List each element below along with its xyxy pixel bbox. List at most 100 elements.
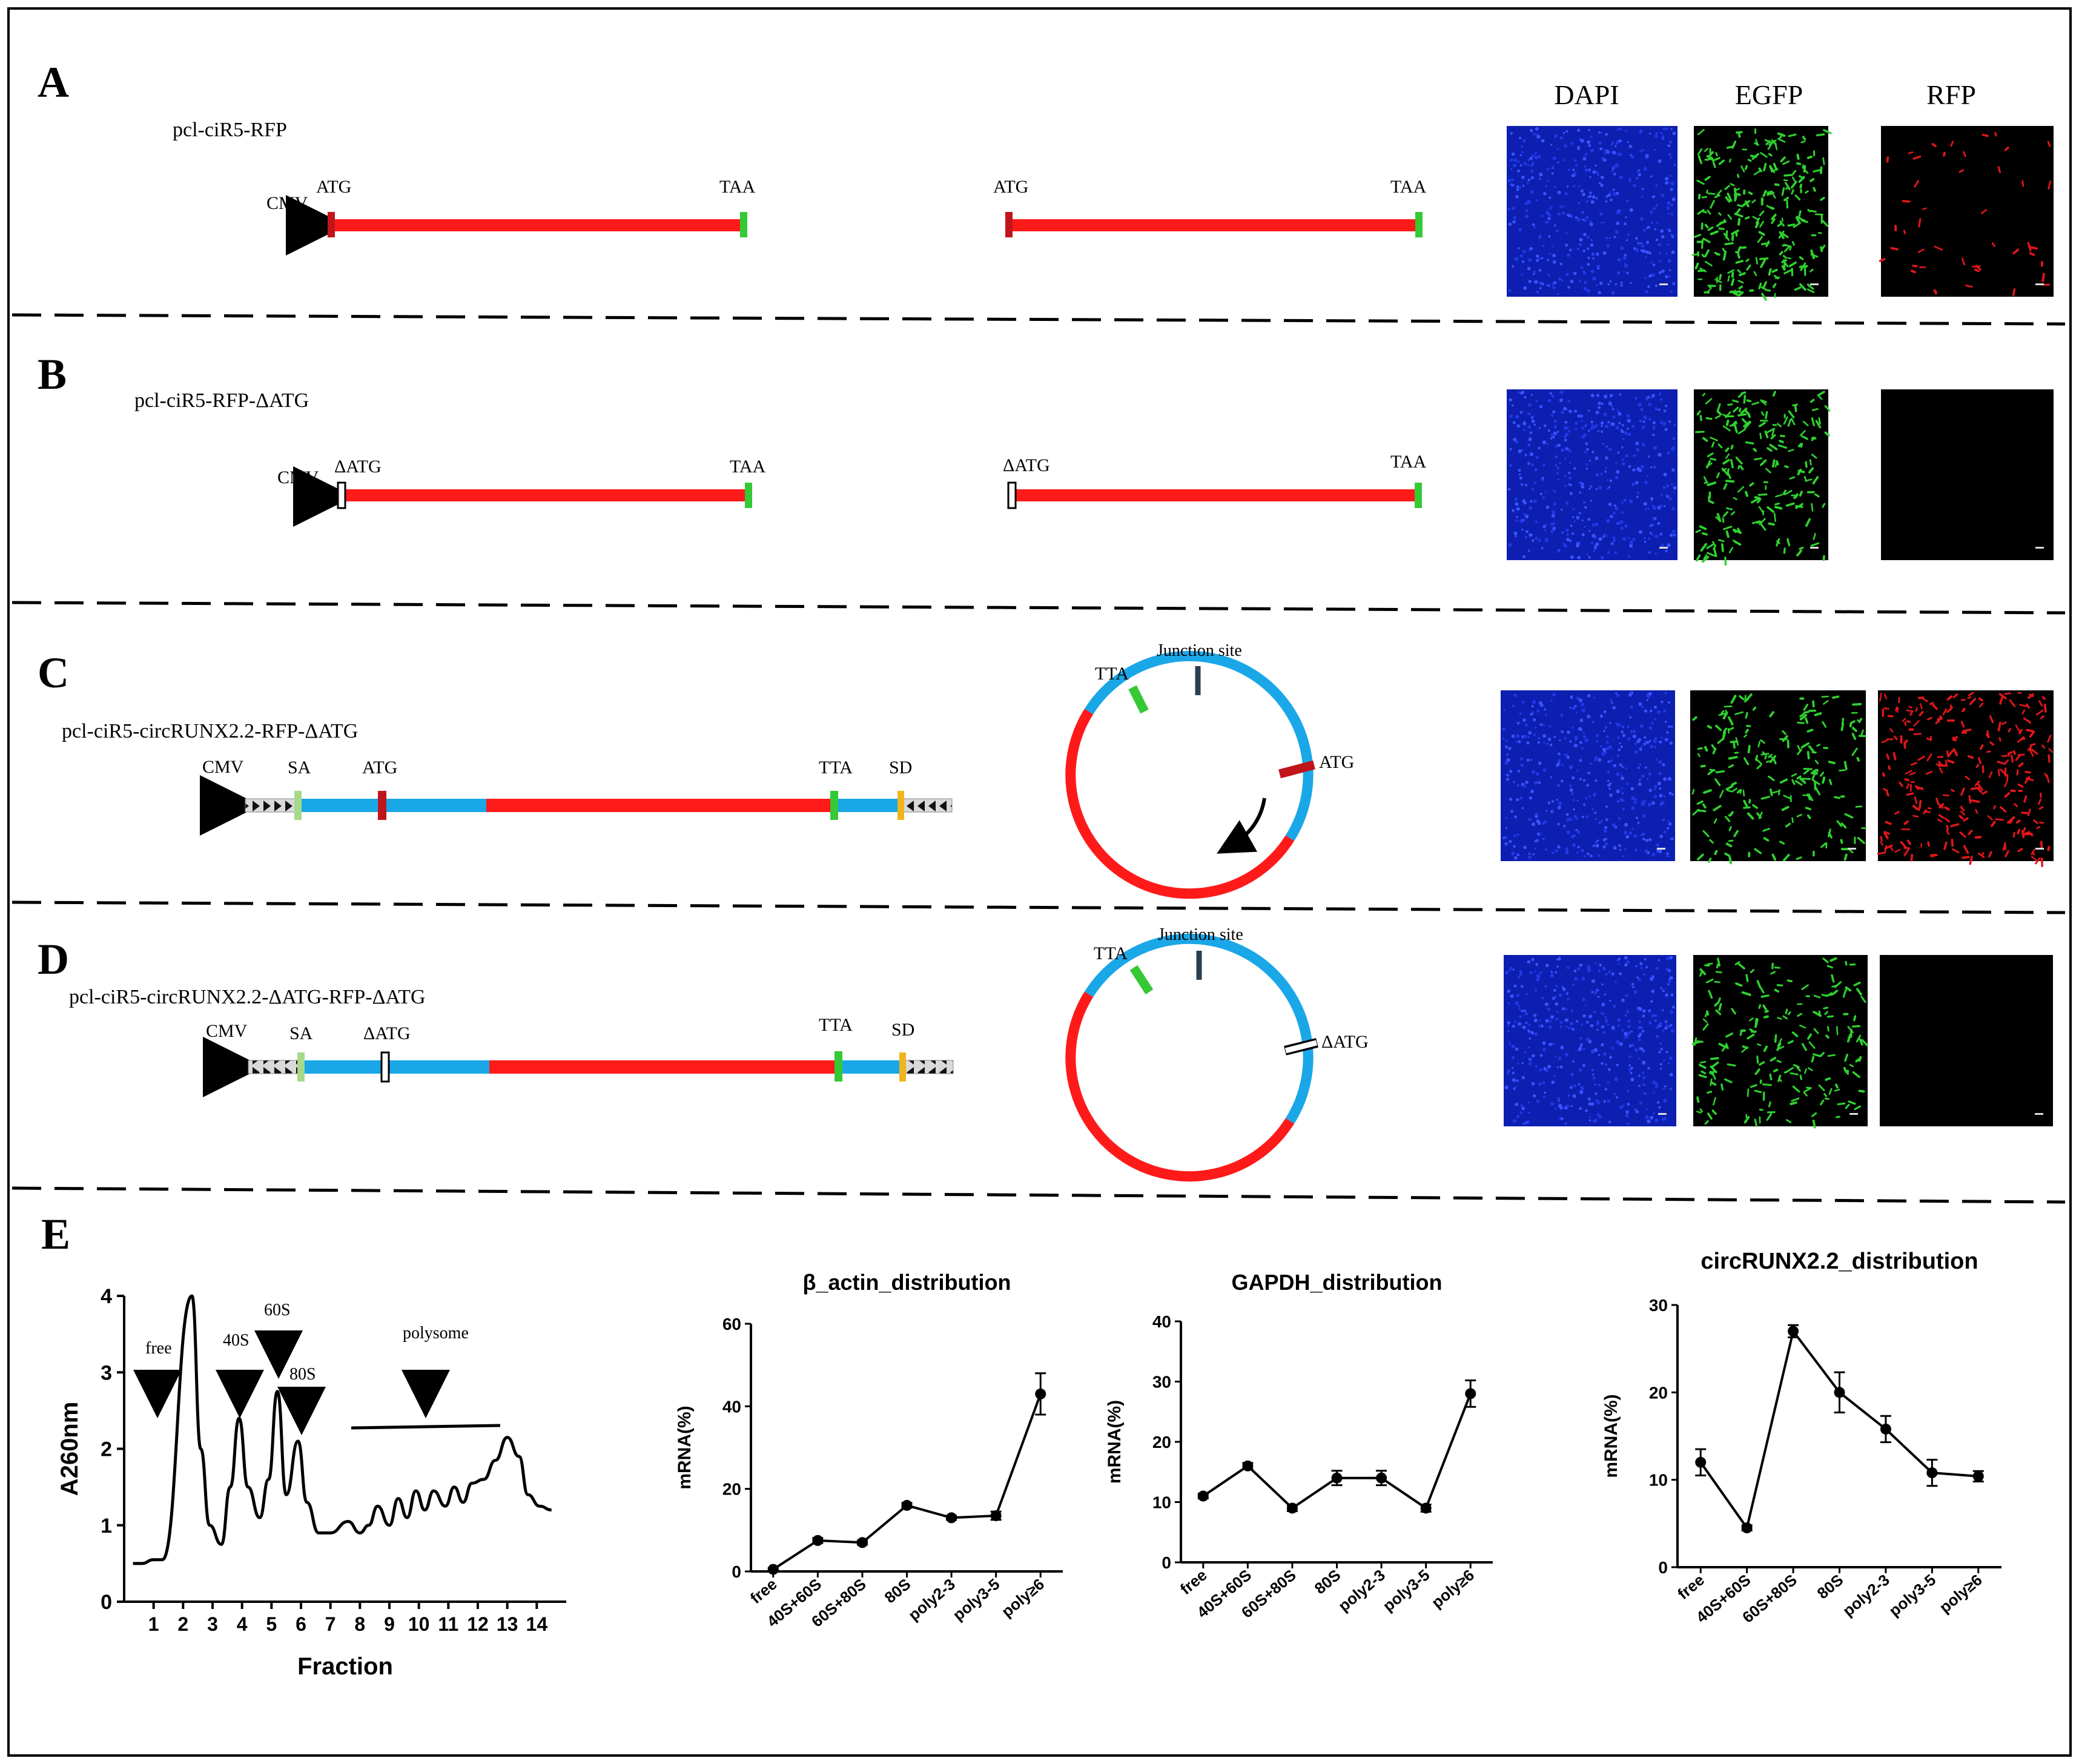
cell-signal [1952, 848, 1960, 854]
circ-stop-label: TTA [1095, 664, 1129, 684]
nucleus-dot [1616, 470, 1620, 474]
cell-signal [1758, 167, 1762, 173]
nucleus-dot [1581, 1088, 1584, 1091]
cell-signal [1760, 152, 1768, 158]
nucleus-dot [1644, 736, 1647, 739]
nucleus-dot [1513, 856, 1518, 860]
cell-signal [1710, 200, 1715, 209]
cell-signal [1958, 169, 1964, 173]
scale-bar [1658, 1113, 1667, 1115]
nucleus-dot [1670, 128, 1673, 131]
nucleus-dot [1549, 1025, 1552, 1029]
nucleus-dot [1618, 844, 1622, 847]
nucleus-dot [1534, 988, 1538, 992]
sd-label: SD [889, 758, 912, 778]
nucleus-dot [1569, 707, 1572, 709]
cell-signal [1803, 1092, 1808, 1097]
nucleus-dot [1650, 261, 1653, 263]
nucleus-dot [1565, 231, 1568, 234]
y-tick-label: 40 [1152, 1312, 1171, 1331]
cell-signal [1843, 1066, 1848, 1073]
nucleus-dot [1581, 533, 1585, 537]
cell-signal [1767, 447, 1773, 452]
nucleus-dot [1591, 1102, 1595, 1106]
nucleus-dot [1634, 1108, 1636, 1111]
nucleus-dot [1578, 512, 1581, 515]
nucleus-dot [1644, 537, 1646, 540]
cell-signal [1758, 811, 1763, 819]
nucleus-dot [1648, 402, 1652, 406]
nucleus-dot [1532, 718, 1536, 722]
nucleus-dot [1535, 400, 1538, 403]
cell-signal [1708, 500, 1714, 504]
cell-signal [1829, 957, 1837, 962]
cell-signal [2031, 848, 2035, 856]
nucleus-dot [1645, 1115, 1649, 1120]
cell-signal [1845, 1103, 1850, 1109]
nucleus-dot [1524, 454, 1527, 457]
nucleus-dot [1659, 532, 1663, 536]
nucleus-dot [1599, 182, 1601, 185]
nucleus-dot [1553, 281, 1557, 285]
nucleus-dot [1575, 164, 1578, 167]
nucleus-dot [1607, 1099, 1611, 1103]
nucleus-dot [1590, 136, 1593, 139]
nucleus-dot [1659, 1042, 1662, 1045]
cell-signal [1988, 851, 1992, 858]
nucleus-dot [1664, 692, 1667, 695]
nucleus-dot [1647, 696, 1650, 699]
cell-signal [1707, 210, 1711, 215]
data-point [946, 1512, 957, 1524]
cell-signal [1791, 170, 1797, 176]
nucleus-dot [1557, 1066, 1559, 1068]
nucleus-dot [1514, 437, 1517, 441]
nucleus-dot [1612, 536, 1616, 540]
nucleus-dot [1521, 528, 1524, 531]
cell-signal [1707, 1112, 1713, 1120]
nucleus-dot [1550, 1015, 1555, 1019]
nucleus-dot [1541, 996, 1544, 1000]
x-tick-label: 13 [497, 1613, 518, 1635]
cell-signal [1738, 272, 1746, 277]
nucleus-dot [1640, 217, 1644, 221]
nucleus-dot [1593, 696, 1596, 699]
cell-signal [1903, 230, 1906, 234]
nucleus-dot [1512, 1078, 1516, 1082]
nucleus-dot [1559, 1065, 1563, 1069]
nucleus-dot [1639, 420, 1642, 422]
cell-signal [1804, 169, 1809, 174]
nucleus-dot [1547, 179, 1549, 182]
nucleus-dot [1545, 491, 1547, 493]
x-tick-label: poly3-5 [1885, 1571, 1939, 1620]
nucleus-dot [1565, 813, 1569, 816]
cell-signal [1768, 139, 1777, 146]
cell-signal [1723, 526, 1733, 530]
cell-signal [1999, 696, 2004, 705]
nucleus-dot [1617, 1024, 1620, 1027]
nucleus-dot [1529, 431, 1533, 434]
nucleus-dot [1518, 770, 1521, 773]
nucleus-dot [1535, 813, 1538, 816]
cell-signal [1707, 962, 1713, 965]
nucleus-dot [1515, 1102, 1519, 1106]
splice-donor-mark [897, 791, 904, 820]
nucleus-dot [1635, 1110, 1639, 1114]
nucleus-dot [1667, 495, 1670, 498]
nucleus-dot [1542, 724, 1545, 727]
cell-signal [1826, 965, 1833, 969]
nucleus-dot [1565, 243, 1568, 247]
cell-signal [1803, 476, 1808, 482]
nucleus-dot [1642, 1060, 1646, 1065]
nucleus-dot [1621, 501, 1624, 504]
cell-signal [1856, 1034, 1862, 1043]
nucleus-dot [1584, 165, 1587, 168]
nucleus-dot [1605, 535, 1608, 537]
nucleus-dot [1556, 965, 1559, 968]
y-tick-label: 0 [101, 1591, 112, 1614]
scale-bar [1849, 1113, 1858, 1115]
cell-signal [1919, 711, 1924, 716]
nucleus-dot [1602, 535, 1605, 538]
cell-signal [1728, 547, 1734, 553]
nucleus-dot [1654, 134, 1658, 138]
cell-signal [1906, 709, 1914, 712]
